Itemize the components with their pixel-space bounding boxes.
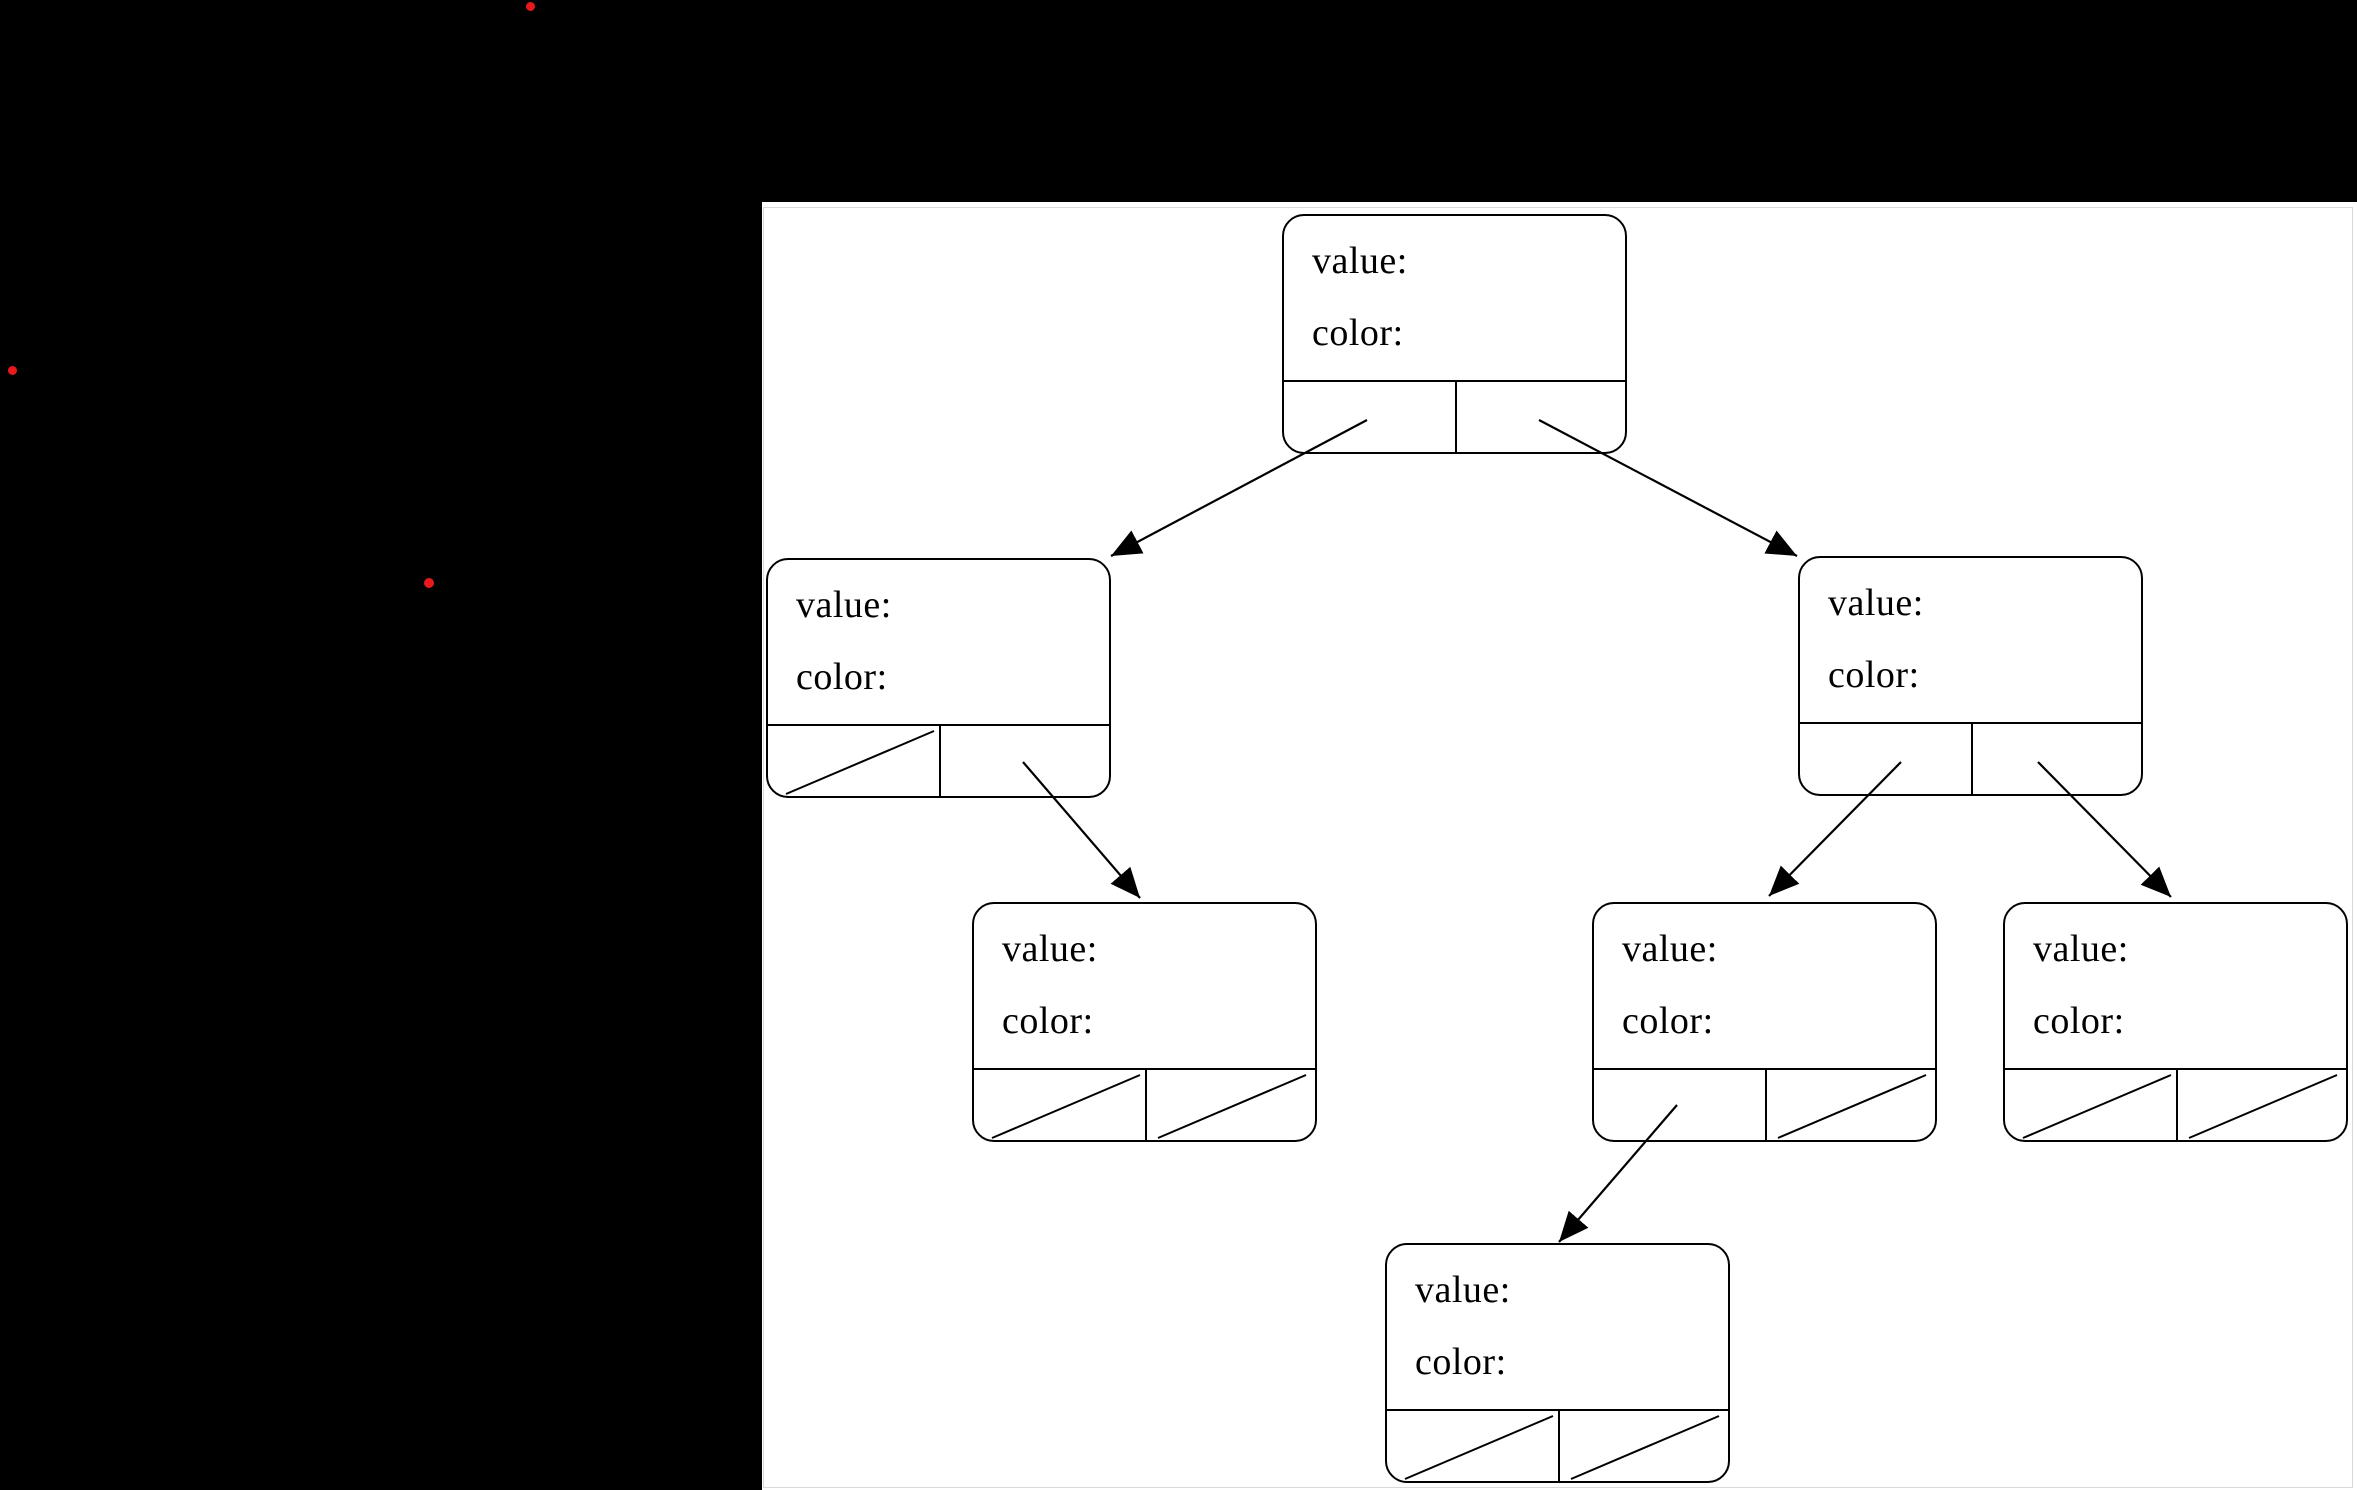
pointer-row (1800, 722, 2141, 794)
right-pointer-cell (1144, 1070, 1316, 1140)
node-value-label: value: (1002, 928, 1098, 970)
left-pointer-cell (1594, 1070, 1765, 1140)
node-value-label: value: (1312, 240, 1408, 282)
red-dot-marker (8, 366, 17, 375)
red-dot-marker (424, 578, 434, 588)
node-color-label: color: (796, 656, 888, 698)
right-pointer-cell (938, 726, 1110, 796)
node-value-label: value: (796, 584, 892, 626)
right-pointer-cell (1454, 382, 1626, 452)
tree-node-right: value: color: (1798, 556, 2143, 796)
node-value-label: value: (1415, 1269, 1511, 1311)
node-color-label: color: (1002, 1000, 1094, 1042)
left-pointer-cell (2005, 1070, 2176, 1140)
tree-node-right-right: value: color: (2003, 902, 2348, 1142)
tree-node-right-left: value: color: (1592, 902, 1937, 1142)
pointer-row (1284, 380, 1625, 452)
tree-node-root: value: color: (1282, 214, 1627, 454)
left-pointer-cell (768, 726, 939, 796)
node-color-label: color: (1828, 654, 1920, 696)
node-value-label: value: (1622, 928, 1718, 970)
red-dot-marker (526, 2, 535, 11)
node-color-label: color: (1312, 312, 1404, 354)
right-pointer-cell (1764, 1070, 1936, 1140)
node-value-label: value: (1828, 582, 1924, 624)
right-pointer-cell (1557, 1411, 1729, 1481)
pointer-row (1594, 1068, 1935, 1140)
node-value-label: value: (2033, 928, 2129, 970)
left-pointer-cell (974, 1070, 1145, 1140)
tree-node-right-left-left: value: color: (1385, 1243, 1730, 1483)
pointer-row (974, 1068, 1315, 1140)
node-color-label: color: (1622, 1000, 1714, 1042)
left-pointer-cell (1284, 382, 1455, 452)
right-pointer-cell (2175, 1070, 2347, 1140)
tree-node-left-right: value: color: (972, 902, 1317, 1142)
document-page: value: color: value: color: value: color… (762, 202, 2357, 1490)
node-color-label: color: (2033, 1000, 2125, 1042)
node-color-label: color: (1415, 1341, 1507, 1383)
pointer-row (768, 724, 1109, 796)
left-pointer-cell (1800, 724, 1971, 794)
left-pointer-cell (1387, 1411, 1558, 1481)
tree-node-left: value: color: (766, 558, 1111, 798)
pointer-row (2005, 1068, 2346, 1140)
right-pointer-cell (1970, 724, 2142, 794)
pointer-row (1387, 1409, 1728, 1481)
